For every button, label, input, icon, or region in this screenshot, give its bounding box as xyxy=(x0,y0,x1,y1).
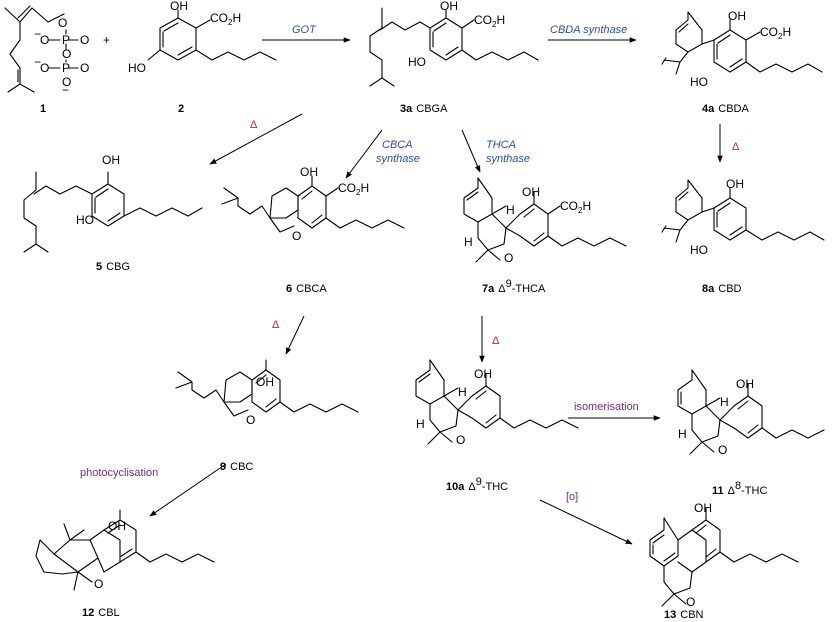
compound-11-structure xyxy=(677,369,825,455)
cbda-synthase-label: CBDA synthase xyxy=(550,24,627,36)
compound-4a-structure xyxy=(661,11,823,75)
c11-ring-o: O xyxy=(718,443,727,457)
compound-2-number: 2 xyxy=(178,103,184,115)
c11-oh: OH xyxy=(736,377,754,391)
compound-9-structure xyxy=(175,359,359,417)
c8a-ho: HO xyxy=(690,243,708,257)
cbca-synthase-arrow xyxy=(345,129,383,179)
c1-o-2: O xyxy=(80,33,89,47)
c7a-ring-o: O xyxy=(504,251,513,265)
c2-co2h: CO2H xyxy=(210,11,241,27)
compound-3a-structure xyxy=(369,7,539,87)
c1-o-5: O xyxy=(80,61,89,75)
c4a-oh: OH xyxy=(728,9,746,23)
oxidation-label: [o] xyxy=(566,491,578,503)
c1-p-2: P xyxy=(62,61,70,75)
c11-h-1: H xyxy=(720,395,729,409)
c2-oh: OH xyxy=(170,0,188,13)
photocyclisation-label: photocyclisation xyxy=(80,467,158,479)
heat-label-6-to-9: Δ xyxy=(272,319,280,331)
c9-oh: OH xyxy=(256,375,274,389)
c6-co2h: CO2H xyxy=(338,181,369,197)
c1-minus-2: − xyxy=(34,55,41,69)
heat-label-4a-to-8a: Δ xyxy=(732,141,740,153)
plus-sign: + xyxy=(103,33,110,47)
compound-1-number: 1 xyxy=(40,103,46,115)
got-label: GOT xyxy=(292,24,317,36)
compound-7a-structure xyxy=(463,177,627,263)
heat-label-7a-to-10a: Δ xyxy=(492,335,500,347)
c10a-h-1: H xyxy=(458,385,467,399)
compound-13-structure xyxy=(649,507,799,607)
isomerisation-label: isomerisation xyxy=(574,401,639,413)
c10a-h-2: H xyxy=(416,417,425,431)
c4a-co2h: CO2H xyxy=(760,25,791,41)
compound-1-structure: O O P O − O O P O − O − xyxy=(4,5,89,97)
c1-o-1: O xyxy=(40,33,49,47)
compound-12-structure xyxy=(35,509,215,591)
c1-o-3: O xyxy=(62,47,71,61)
compound-6-structure xyxy=(221,175,405,233)
c1-o-6: O xyxy=(62,75,71,89)
c11-h-2: H xyxy=(678,427,687,441)
c9-ring-o: O xyxy=(246,413,255,427)
heat-arrow-3a-to-5 xyxy=(209,113,303,165)
c5-oh: OH xyxy=(102,153,120,167)
thca-synthase-arrow xyxy=(461,129,481,173)
c7a-oh: OH xyxy=(522,185,540,199)
compound-8a-structure xyxy=(661,179,825,243)
c8a-oh: OH xyxy=(726,177,744,191)
c7a-h-1: H xyxy=(506,203,515,217)
compound-5-structure xyxy=(23,171,203,253)
c6-ring-o: O xyxy=(292,229,301,243)
c3a-oh: OH xyxy=(440,0,458,13)
c4a-ho: HO xyxy=(690,75,708,89)
c7a-h-2: H xyxy=(464,235,473,249)
c1-minus-3: − xyxy=(62,83,69,97)
thca-synthase-label-2: synthase xyxy=(486,153,530,165)
c3a-co2h: CO2H xyxy=(474,13,505,29)
c3a-ho: HO xyxy=(408,55,426,69)
c10a-ring-o: O xyxy=(456,433,465,447)
cbca-synthase-label-1: CBCA xyxy=(382,139,413,151)
photocyclisation-arrow xyxy=(149,463,227,517)
c12-ring-o: O xyxy=(94,577,103,591)
c1-p-1: P xyxy=(62,33,70,47)
compound-10a-structure xyxy=(415,359,579,445)
c10a-oh: OH xyxy=(474,367,492,381)
c13-ring-o: O xyxy=(686,595,695,609)
c2-ho: HO xyxy=(128,61,146,75)
c1-o-4: O xyxy=(40,61,49,75)
oxidation-arrow xyxy=(539,499,633,545)
c7a-co2h: CO2H xyxy=(560,199,591,215)
cbca-synthase-label-2: synthase xyxy=(376,153,420,165)
compound-2-structure xyxy=(147,9,277,61)
c5-ho: HO xyxy=(76,213,94,227)
thca-synthase-label-1: THCA xyxy=(486,139,516,151)
heat-arrow-6-to-9 xyxy=(285,315,305,355)
heat-label-3a-to-5: Δ xyxy=(250,119,258,131)
c1-minus-1: − xyxy=(34,27,41,41)
c13-oh: OH xyxy=(694,501,712,515)
c6-oh: OH xyxy=(300,165,318,179)
c12-oh: OH xyxy=(108,519,126,533)
c1-oxygen: O xyxy=(58,16,67,30)
